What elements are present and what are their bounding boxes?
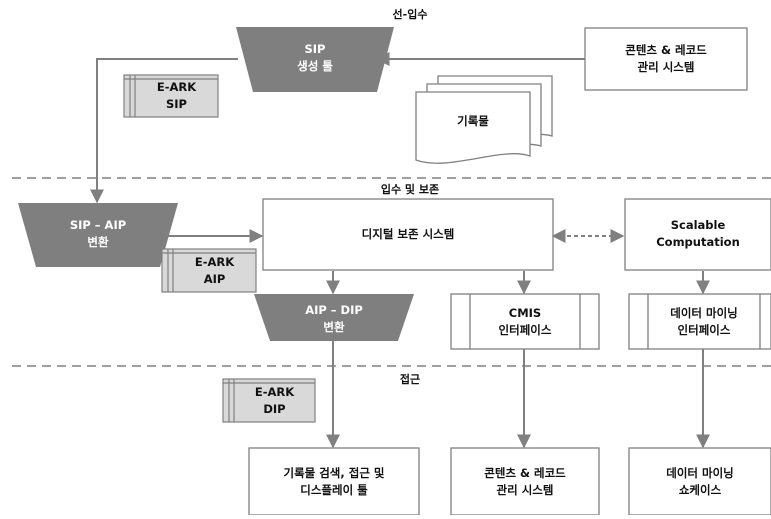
search-tool-box	[248, 447, 420, 516]
digital-preservation-box	[262, 198, 554, 271]
records-document-stack	[415, 75, 553, 164]
eark-sip-package-shape	[123, 74, 219, 118]
datamining-interface-shape	[628, 293, 771, 350]
datamining-showcase-box	[628, 447, 771, 516]
sip-aip-shape	[18, 203, 178, 267]
arrow-sip-tool-to-sip-aip	[90, 58, 238, 204]
connectors	[90, 52, 710, 449]
cmis-interface-shape	[450, 293, 600, 350]
aip-dip-shape	[254, 294, 414, 341]
scalable-box	[624, 198, 771, 271]
sip-tool-shape	[236, 27, 394, 92]
eark-aip-package-shape	[161, 248, 257, 293]
content-mgmt-bottom-box	[450, 447, 600, 516]
content-mgmt-top-box	[584, 27, 748, 91]
eark-dip-package-shape	[222, 378, 316, 423]
